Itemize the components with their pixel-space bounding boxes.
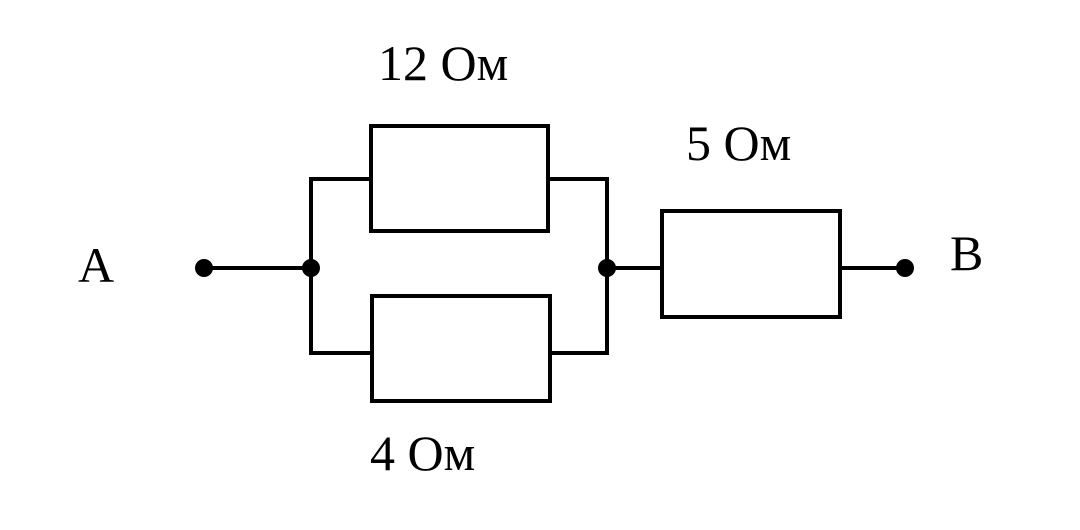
terminal-b-label: B	[950, 225, 983, 281]
junction-left-node	[302, 259, 320, 277]
resistor-top	[369, 124, 550, 233]
resistor-bottom-label: 4 Ом	[370, 425, 475, 481]
resistor-series-label: 5 Ом	[686, 115, 791, 171]
resistor-series	[660, 209, 842, 319]
wire-right-parallel	[548, 177, 609, 355]
wire-left-parallel	[309, 177, 371, 355]
terminal-b-node	[896, 259, 914, 277]
terminal-a-node	[195, 259, 213, 277]
terminal-a-label: A	[78, 237, 114, 293]
resistor-bottom	[370, 294, 552, 403]
junction-right-node	[598, 259, 616, 277]
resistor-top-label: 12 Ом	[378, 35, 508, 91]
